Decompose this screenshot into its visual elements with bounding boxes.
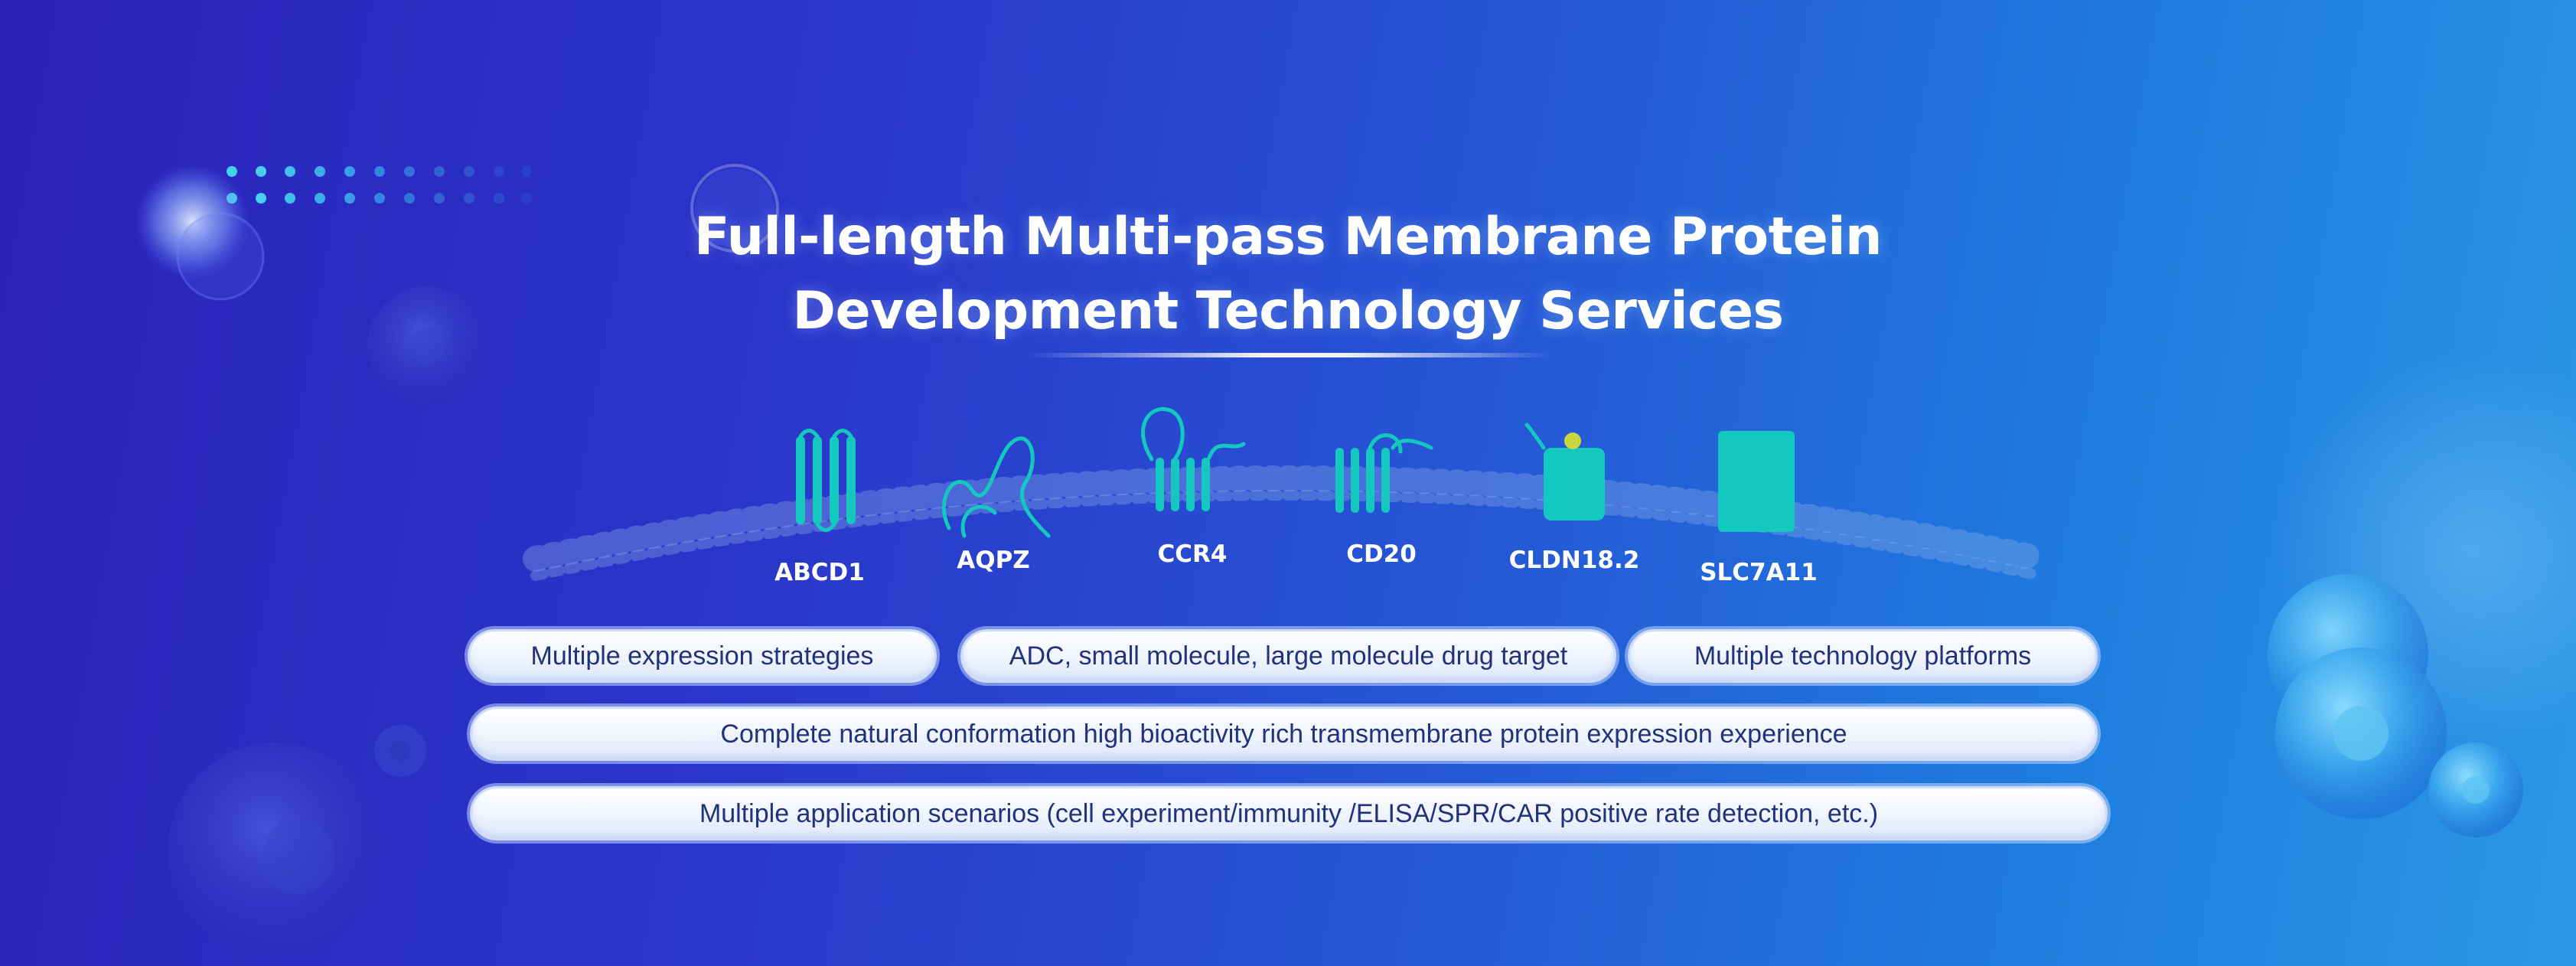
protein-label-abcd1: ABCD1 [774,559,865,586]
feature-pill-technology-platforms: Multiple technology platforms [1628,629,2098,683]
slc7a11-protein-icon [1718,431,1795,532]
abcd1-protein-icon [796,429,856,532]
ccr4-protein-icon [1141,406,1246,511]
protein-label-cd20: CD20 [1346,540,1417,568]
protein-label-aqpz: AQPZ [957,547,1030,574]
membrane-bilayer [523,465,2053,581]
cell-decoration-right [2268,352,2576,837]
dot-grid-decoration [227,166,532,204]
aqpz-protein-icon [941,436,1051,538]
cldn18-protein-icon [1524,423,1605,521]
protein-label-cldn18: CLDN18.2 [1508,547,1640,574]
protein-illustrations [796,406,1795,538]
feature-pill-drug-target: ADC, small molecule, large molecule drug… [960,629,1616,683]
protein-label-slc7a11: SLC7A11 [1700,559,1818,586]
title-underline [1026,353,1554,357]
page-title-line-1: Full-length Multi-pass Membrane Protein [694,207,1882,267]
page-title-line-2: Development Technology Services [792,281,1784,341]
feature-pill-protein-expression: Complete natural conformation high bioac… [470,707,2098,761]
protein-label-ccr4: CCR4 [1157,540,1228,568]
cd20-protein-icon [1335,433,1433,513]
cell-decoration-left [135,164,779,957]
feature-pill-expression-strategies: Multiple expression strategies [468,629,937,683]
feature-pill-application-scenarios: Multiple application scenarios (cell exp… [470,786,2108,840]
